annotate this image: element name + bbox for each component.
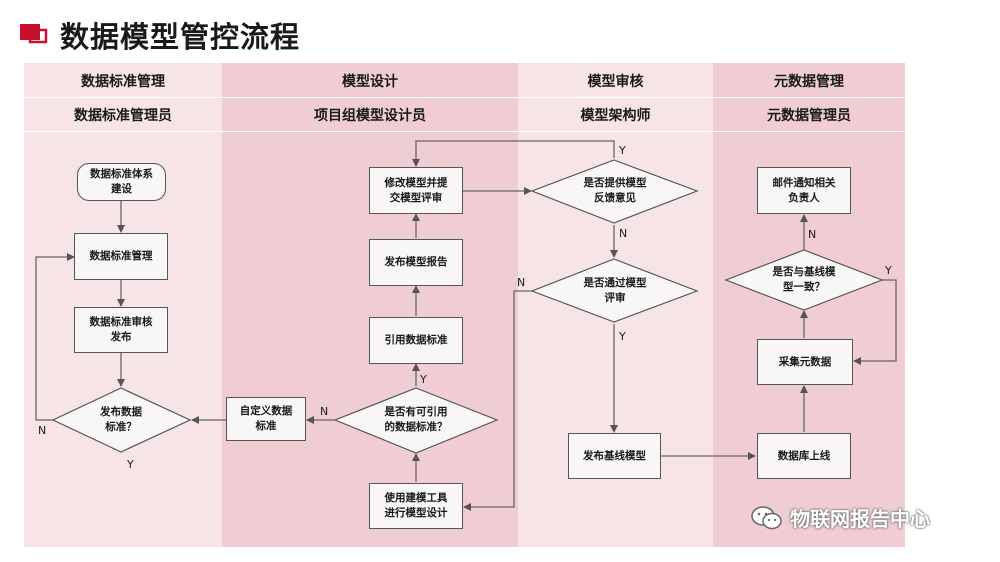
use-tool-node: 使用建模工具 进行模型设计 — [369, 483, 463, 529]
std-system-node: 数据标准体系 建设 — [77, 163, 166, 201]
lane-data-standard: 数据标准管理 数据标准管理员 — [24, 63, 222, 547]
lane-role: 数据标准管理员 — [74, 108, 172, 124]
no-label: N — [517, 276, 526, 289]
wechat-icon — [751, 505, 782, 529]
ref-standard-decision — [333, 387, 499, 454]
lane-divider — [222, 131, 518, 132]
watermark: 物联网报告中心 — [750, 503, 930, 532]
lane-divider — [713, 131, 905, 132]
watermark-text: 物联网报告中心 — [790, 507, 930, 531]
lane-role: 模型架构师 — [580, 108, 651, 124]
std-review-node: 数据标准审核 发布 — [74, 307, 168, 353]
no-label: N — [38, 424, 47, 437]
lane-divider — [518, 131, 713, 132]
lane-role: 元数据管理员 — [767, 108, 851, 124]
lane-divider — [24, 131, 222, 132]
page-title: 数据模型管控流程 — [60, 20, 301, 54]
title-bar: 数据模型管控流程 — [0, 0, 1000, 60]
publish-standard-decision — [51, 387, 192, 453]
collect-metadata-node: 采集元数据 — [757, 339, 853, 385]
publish-baseline-node: 发布基线模型 — [568, 433, 661, 479]
feedback-decision — [530, 159, 699, 224]
ref-standard-node: 引用数据标准 — [369, 317, 463, 364]
pass-review-decision-label: 是否通过模型 评审 — [583, 277, 647, 304]
yes-label: Y — [619, 330, 626, 343]
presentation-logo-icon — [20, 24, 48, 44]
lane-role: 项目组模型设计员 — [314, 108, 426, 124]
no-label: N — [808, 228, 817, 241]
arrow-publish-no-loop — [35, 253, 75, 421]
lane-model-design: 模型设计 项目组模型设计员 — [222, 63, 518, 547]
no-label: N — [619, 227, 628, 240]
consistent-baseline-decision — [724, 249, 884, 311]
pass-review-decision — [530, 258, 699, 323]
publish-report-node: 发布模型报告 — [369, 239, 463, 286]
yes-label: Y — [885, 264, 892, 277]
lane-header: 模型审核 — [587, 74, 644, 90]
no-label: N — [320, 405, 329, 418]
lane-divider — [222, 97, 518, 98]
lane-header: 元数据管理 — [774, 74, 844, 90]
consistent-baseline-decision-label: 是否与基线模 型一致？ — [772, 266, 836, 293]
lane-header: 数据标准管理 — [81, 74, 165, 90]
arrow-consistent-yes-loop — [853, 279, 897, 365]
feedback-decision-label: 是否提供模型 反馈意见 — [583, 177, 647, 204]
publish-standard-decision-label: 发布数据 标准？ — [100, 406, 142, 433]
modify-model-node: 修改模型并提 交模型评审 — [369, 167, 463, 214]
lane-divider — [24, 97, 222, 98]
lane-header: 模型设计 — [342, 74, 398, 90]
yes-label: Y — [619, 144, 626, 157]
ref-standard-decision-label: 是否有可引用 的数据标准？ — [384, 406, 448, 433]
yes-label: Y — [420, 373, 427, 386]
yes-label: Y — [127, 458, 134, 471]
db-online-node: 数据库上线 — [757, 433, 851, 479]
lane-divider — [518, 97, 713, 98]
arrow-pass-no-to-tool — [463, 290, 532, 511]
std-manage-node: 数据标准管理 — [74, 233, 168, 280]
arrow-feedback-yes-loop — [412, 140, 615, 167]
email-notify-node: 邮件通知相关 负责人 — [757, 167, 851, 214]
custom-standard-node: 自定义数据 标准 — [226, 397, 306, 441]
lane-divider — [713, 97, 905, 98]
